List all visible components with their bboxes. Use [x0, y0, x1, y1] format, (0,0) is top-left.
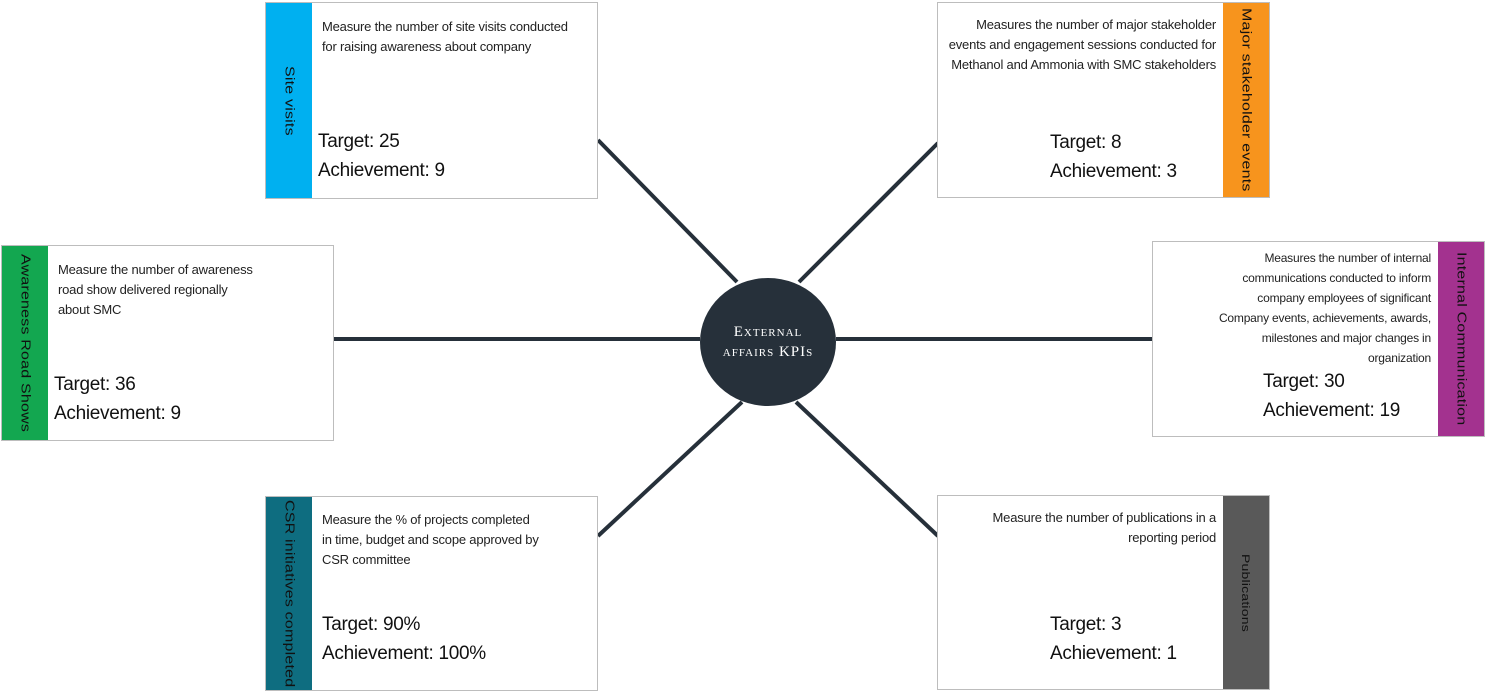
kpi-tab-major-stakeholder-events: Major stakeholder events	[1223, 3, 1269, 197]
connector-site-visits	[596, 138, 739, 284]
kpi-description: Measure the % of projects completed in t…	[322, 512, 539, 567]
kpi-card-awareness-road-shows: Awareness Road Shows Measure the number …	[1, 245, 334, 441]
kpi-metrics: Target: 25 Achievement: 9	[318, 127, 445, 185]
kpi-name: Site visits	[282, 65, 297, 136]
kpi-card-csr-initiatives: CSR initiatives completed Measure the % …	[265, 496, 598, 691]
hub-title: External affairs KPIs	[722, 324, 814, 360]
connector-csr-initiatives	[596, 400, 744, 538]
kpi-target: Target: 36	[54, 374, 136, 395]
kpi-name: Publications	[1239, 553, 1253, 632]
kpi-achievement: Achievement: 3	[1050, 161, 1177, 182]
kpi-target: Target: 3	[1050, 614, 1122, 635]
kpi-description: Measures the number of major stakeholder…	[948, 17, 1216, 72]
kpi-description: Measure the number of site visits conduc…	[322, 19, 568, 54]
kpi-achievement: Achievement: 9	[54, 403, 181, 424]
kpi-metrics: Target: 3 Achievement: 1	[1050, 610, 1177, 668]
kpi-target: Target: 8	[1050, 132, 1122, 153]
kpi-card-publications: Publications Measure the number of publi…	[937, 495, 1270, 690]
kpi-name: Internal Communication	[1454, 252, 1469, 426]
kpi-card-site-visits: Site visits Measure the number of site v…	[265, 2, 598, 199]
kpi-achievement: Achievement: 19	[1263, 400, 1401, 421]
kpi-metrics: Target: 36 Achievement: 9	[54, 370, 181, 428]
kpi-name: Major stakeholder events	[1239, 8, 1254, 192]
kpi-tab-site-visits: Site visits	[266, 3, 312, 198]
kpi-tab-internal-communication: Internal Communication	[1438, 242, 1484, 436]
kpi-tab-publications: Publications	[1223, 496, 1269, 689]
kpi-target: Target: 90%	[322, 614, 421, 635]
kpi-achievement: Achievement: 100%	[322, 643, 486, 664]
kpi-card-major-stakeholder-events: Major stakeholder events Measures the nu…	[937, 2, 1270, 198]
kpi-metrics: Target: 90% Achievement: 100%	[322, 610, 486, 668]
kpi-tab-csr-initiatives: CSR initiatives completed	[266, 497, 312, 690]
kpi-achievement: Achievement: 1	[1050, 643, 1177, 664]
kpi-achievement: Achievement: 9	[318, 160, 445, 181]
kpi-name: Awareness Road Shows	[18, 253, 33, 433]
kpi-name: CSR initiatives completed	[282, 499, 297, 688]
kpi-tab-awareness-road-shows: Awareness Road Shows	[2, 246, 48, 440]
kpi-target: Target: 25	[318, 131, 400, 152]
kpi-card-internal-communication: Internal Communication Measures the numb…	[1152, 241, 1485, 437]
connector-publications	[794, 400, 940, 538]
kpi-target: Target: 30	[1263, 371, 1345, 392]
hub-circle: External affairs KPIs	[700, 278, 836, 406]
kpi-description: Measure the number of publications in a …	[992, 510, 1217, 545]
kpi-description: Measures the number of internal communic…	[1218, 251, 1431, 365]
kpi-metrics: Target: 8 Achievement: 3	[1050, 128, 1177, 186]
kpi-description: Measure the number of awareness road sho…	[58, 262, 253, 317]
connector-major-stakeholder-events	[797, 141, 940, 284]
kpi-metrics: Target: 30 Achievement: 19	[1263, 367, 1400, 425]
